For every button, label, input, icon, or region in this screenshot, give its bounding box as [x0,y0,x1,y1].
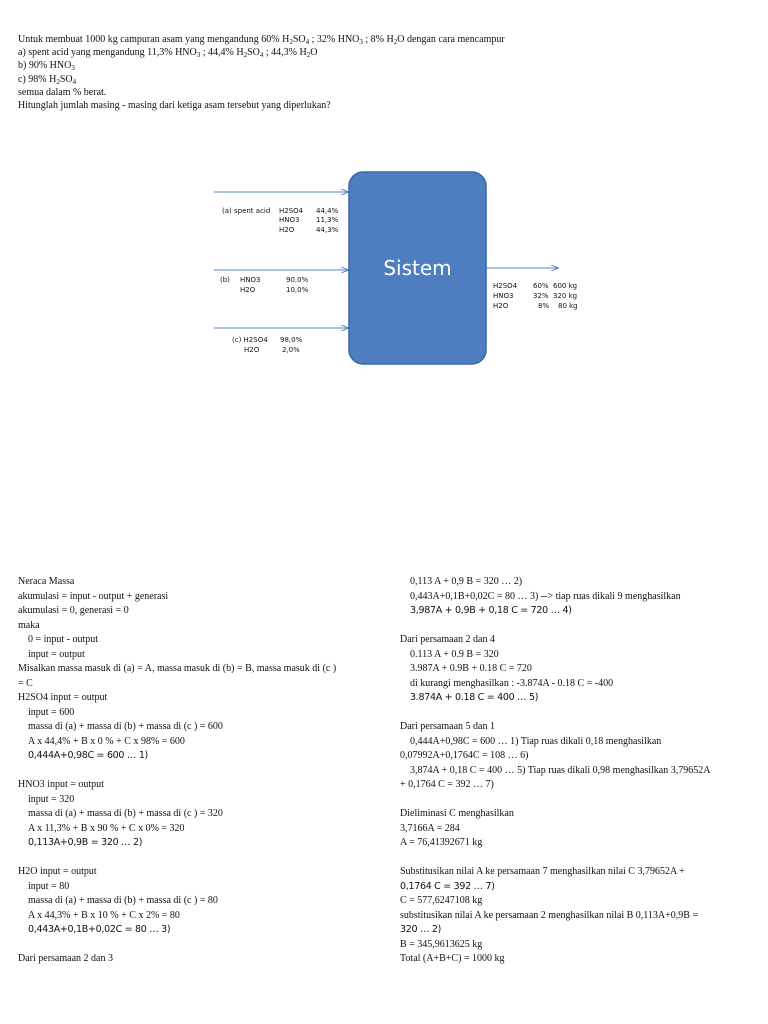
input-a-hno3: HNO3 [279,216,299,224]
equation-5: 3.874A + 0.18 C = 400 … 5) [410,692,539,703]
text-line: input = output [28,648,85,660]
right-column: 0,113 A + 0,9 B = 320 … 2) 0,443A+0,1B+0… [400,575,760,967]
text-line: akumulasi = 0, generasi = 0 [18,605,129,616]
equation-4: 3,987A + 0,9B + 0,18 C = 720 … 4) [410,605,572,616]
text-line: = C [18,677,33,689]
text-line: H2O input = output [18,866,97,877]
text-line: Dari persamaan 2 dan 3 [18,953,113,964]
text-line: 0 = input - output [28,634,99,645]
output-h2so4-kg: 600 kg [553,282,577,290]
problem-option-c: c) 98% H2SO4 [18,73,77,86]
equation-7: 0,1764 C = 392 … 7) [400,880,495,892]
equation-3: 0,443A+0,1B+0,02C = 80 … 3) [28,924,171,935]
text-line: A = 76,41392671 kg [400,837,483,848]
text-line: massa di (a) + massa di (b) + massa di (… [28,721,223,732]
text-line: 0,444A+0,98C = 600 … 1) Tiap ruas dikali… [410,735,662,747]
input-c-name: (c) H2SO4 [232,336,268,344]
output-h2o-kg: 80 kg [558,302,578,310]
text-line: A x 44,3% + B x 10 % + C x 2% = 80 [28,909,180,921]
text-line: 0,443A+0,1B+0,02C = 80 … 3) --> tiap rua… [410,590,681,602]
text-line: Dari persamaan 2 dan 4 [400,634,495,645]
problem-line-1: Untuk membuat 1000 kg campuran asam yang… [18,34,505,46]
text-line: A x 11,3% + B x 90 % + C x 0% = 320 [28,822,185,834]
output-h2o: H2O [493,302,509,310]
output-hno3: HNO3 [493,292,513,300]
input-b-name: (b) [220,276,230,284]
text-line: massa di (a) + massa di (b) + massa di (… [28,808,223,819]
text-line: input = 320 [28,793,75,805]
input-c-h2o-pct: 2,0% [282,346,300,354]
output-hno3-pct: 32% [533,292,549,300]
spacer [400,851,760,866]
output-h2so4: H2SO4 [493,282,518,290]
equation-2-ref: 320 … 2) [400,924,442,935]
text-line: input = 600 [28,706,75,718]
text-line: akumulasi = input - output + generasi [18,590,169,602]
text-line: 0,113 A + 0,9 B = 320 … 2) [410,576,523,587]
output-hno3-kg: 320 kg [553,292,577,300]
system-box [348,171,487,365]
input-a-h2so4-pct: 44,4% [316,207,339,215]
input-c-h2so4-pct: 98,0% [280,336,303,344]
spacer [400,619,760,634]
text-line: Neraca Massa [18,576,75,587]
text-line: Dari persamaan 5 dan 1 [400,721,495,732]
input-a-h2o-pct: 44,3% [316,226,339,234]
problem-line-5: semua dalam % berat. [18,86,107,98]
text-line: 0,07992A+0,1764C = 108 … 6) [400,750,529,761]
text-line: 3,874A + 0,18 C = 400 … 5) Tiap ruas dik… [410,764,711,776]
text-line: H2SO4 input = output [18,692,108,703]
input-b-hno3-pct: 90,0% [286,276,309,284]
text-line: Dieliminasi C menghasilkan [400,808,514,819]
equation-2: 0,113A+0,9B = 320 … 2) [28,837,143,848]
text-line: 3.987A + 0.9B + 0.18 C = 720 [410,663,532,674]
text-line: Misalkan massa masuk di (a) = A, massa m… [18,663,337,674]
spacer [18,938,388,953]
text-line: B = 345,9613625 kg [400,938,483,950]
text-line: Substitusikan nilai A ke persamaan 7 men… [400,866,685,877]
total-line: Total (A+B+C) = 1000 kg [400,953,505,964]
input-b-h2o: H2O [240,286,256,294]
input-a-h2o: H2O [279,226,295,234]
spacer [18,851,388,866]
text-line: C = 577,6247108 kg [400,895,483,906]
input-b-h2o-pct: 10,0% [286,286,309,294]
text-line: di kurangi menghasilkan : -3.874A - 0.18… [410,677,614,689]
text-line: maka [18,619,40,631]
text-line: HNO3 input = output [18,779,104,790]
system-label: Sistem [383,256,451,280]
text-line: input = 80 [28,880,70,892]
problem-statement: Untuk membuat 1000 kg campuran asam yang… [18,33,505,112]
text-line: 0.113 A + 0.9 B = 320 [410,648,499,660]
left-column: Neraca Massa akumulasi = input - output … [18,575,388,967]
output-h2o-pct: 8% [538,302,549,310]
input-a-name: (a) spent acid [222,207,270,215]
problem-question: Hitunglah jumlah masing - masing dari ke… [18,100,331,112]
input-a-h2so4: H2SO4 [279,207,304,215]
equation-1: 0,444A+0,98C = 600 … 1) [28,750,148,761]
output-h2so4-pct: 60% [533,282,549,290]
input-a-hno3-pct: 11,3% [316,216,339,224]
text-line: substitusikan nilai A ke persamaan 2 men… [400,909,699,921]
problem-option-a: a) spent acid yang mengandung 11,3% HNO3… [18,47,318,60]
input-c-h2o: H2O [244,346,260,354]
text-line: 3,7166A = 284 [400,822,460,834]
spacer [400,793,760,808]
problem-option-b: b) 90% HNO3 [18,60,75,73]
spacer [18,764,388,779]
text-line: + 0,1764 C = 392 … 7) [400,779,494,790]
spacer [400,706,760,721]
process-diagram: Sistem (a) spent acid H2SO4 44,4% HNO3 1… [178,140,590,410]
text-line: A x 44,4% + B x 0 % + C x 98% = 600 [28,735,185,747]
text-line: massa di (a) + massa di (b) + massa di (… [28,895,218,906]
input-b-hno3: HNO3 [240,276,260,284]
